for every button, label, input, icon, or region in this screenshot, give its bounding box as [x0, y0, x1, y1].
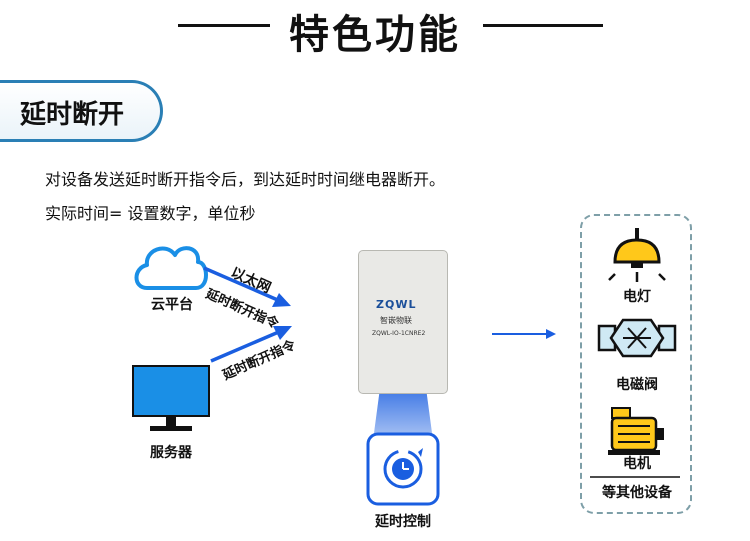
title-line-left	[178, 24, 270, 27]
server-icon	[132, 365, 210, 431]
arrow-device-to-panel	[492, 329, 556, 339]
motor-icon	[608, 407, 664, 455]
cloud-platform-label: 云平台	[151, 297, 193, 313]
cloud-icon	[134, 246, 208, 290]
device-label-valve: 电磁阀	[616, 377, 658, 393]
title-line-right	[483, 24, 603, 27]
relay-device	[358, 250, 448, 394]
device-model: ZQWL-IO-1CNRE2	[372, 330, 426, 337]
device-brand-sub: 智嵌物联	[380, 316, 412, 325]
controlled-devices-panel	[580, 214, 692, 514]
device-brand: ZQWL	[376, 298, 417, 311]
device-label-lamp: 电灯	[623, 289, 651, 305]
description-line-1: 对设备发送延时断开指令后，到达延时时间继电器断开。	[45, 170, 446, 189]
timer-icon	[366, 432, 440, 506]
timer-label: 延时控制	[375, 514, 431, 530]
page-title: 特色功能	[289, 12, 461, 58]
section-badge-label: 延时断开	[20, 100, 125, 130]
device-label-motor: 电机	[623, 456, 651, 472]
server-label: 服务器	[150, 445, 192, 461]
lamp-icon	[608, 228, 666, 282]
other-devices-label: 等其他设备	[602, 485, 672, 501]
arrow-cloud-to-device	[203, 266, 291, 307]
description-line-2: 实际时间= 设置数字，单位秒	[45, 204, 256, 223]
solenoid-valve-icon	[597, 318, 677, 358]
section-badge	[0, 80, 163, 142]
arrow-server-to-device	[210, 326, 292, 363]
